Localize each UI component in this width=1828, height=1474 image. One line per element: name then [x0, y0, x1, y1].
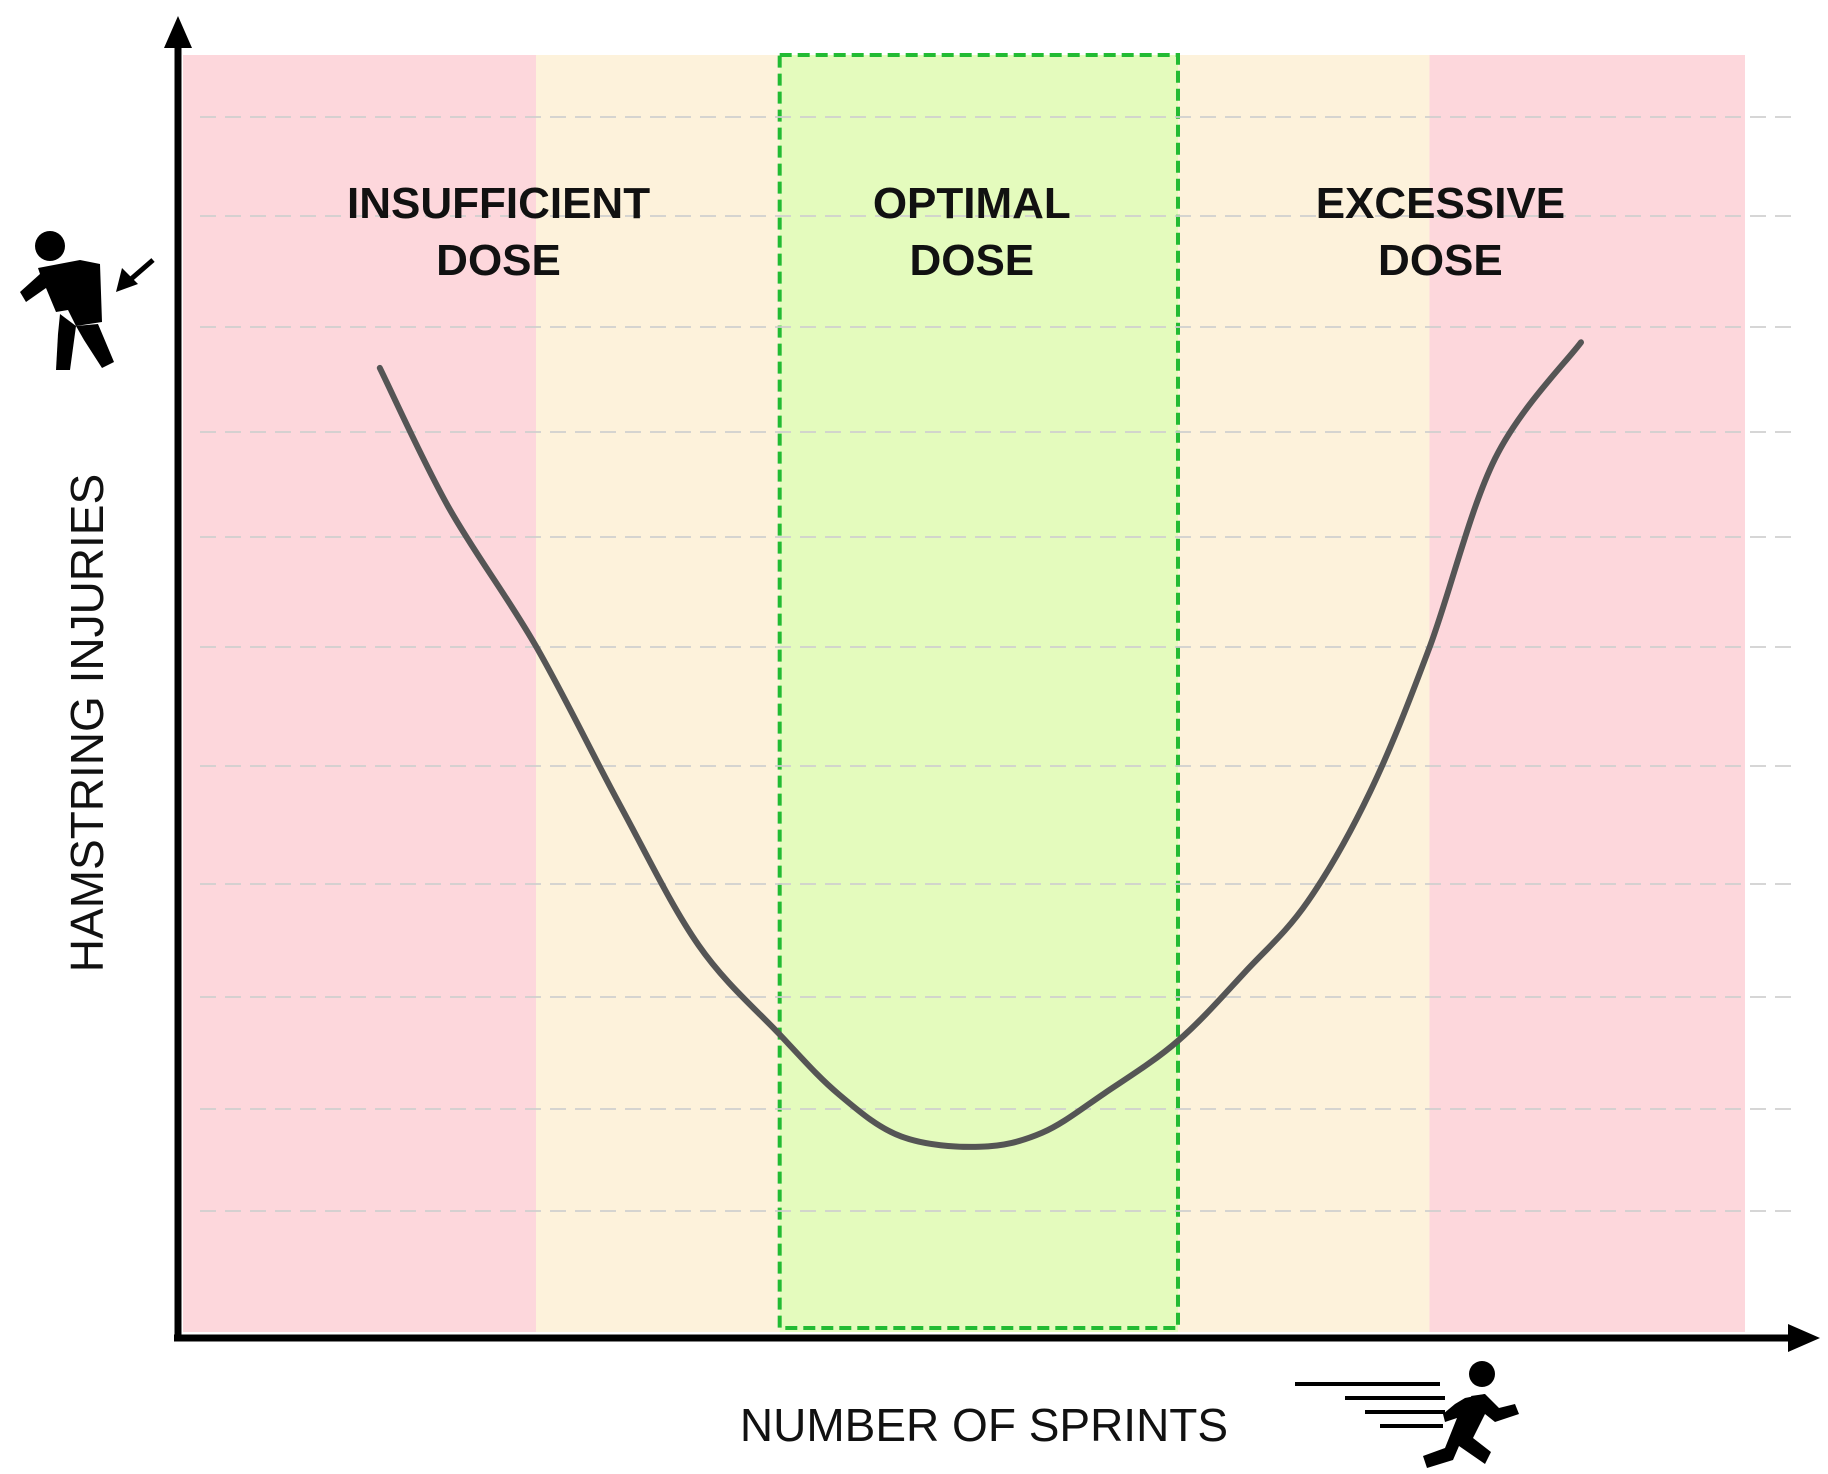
zone-labels: INSUFFICIENT DOSE OPTIMAL DOSE EXCESSIVE DOSE: [347, 179, 1565, 285]
zone-band-insufficient-mid: [536, 55, 780, 1332]
zone-label-excessive-mid-line-2: DOSE: [1378, 236, 1503, 285]
axes: [164, 16, 1820, 1352]
injured-runner-icon: [20, 231, 155, 370]
zone-band-excessive-right: [1429, 55, 1745, 1332]
injury-curve: [376, 339, 1584, 1150]
zone-band-insufficient-left: [183, 55, 537, 1332]
zone-band-optimal: [779, 55, 1178, 1332]
y-axis-label: HAMSTRING INJURIES: [61, 474, 113, 972]
zone-label-excessive-mid-line-1: EXCESSIVE: [1316, 179, 1565, 228]
series-layer: [376, 339, 1584, 1150]
zone-band-excessive-mid: [1177, 55, 1430, 1332]
optimal-zone-outline: [777, 53, 1180, 1330]
x-axis-arrowhead: [1788, 1324, 1820, 1352]
x-axis-label: NUMBER OF SPRINTS: [740, 1399, 1228, 1451]
grid-lines: [200, 116, 1800, 1212]
zone-label-insufficient-mid-line-2: DOSE: [436, 236, 561, 285]
zone-label-insufficient-mid-line-1: INSUFFICIENT: [347, 179, 650, 228]
dose-zones: [183, 53, 1745, 1332]
zone-label-optimal-line-2: DOSE: [909, 236, 1034, 285]
zone-label-optimal-line-1: OPTIMAL: [873, 179, 1071, 228]
y-axis-arrowhead: [164, 16, 192, 48]
sprinting-runner-icon: [1295, 1361, 1519, 1468]
